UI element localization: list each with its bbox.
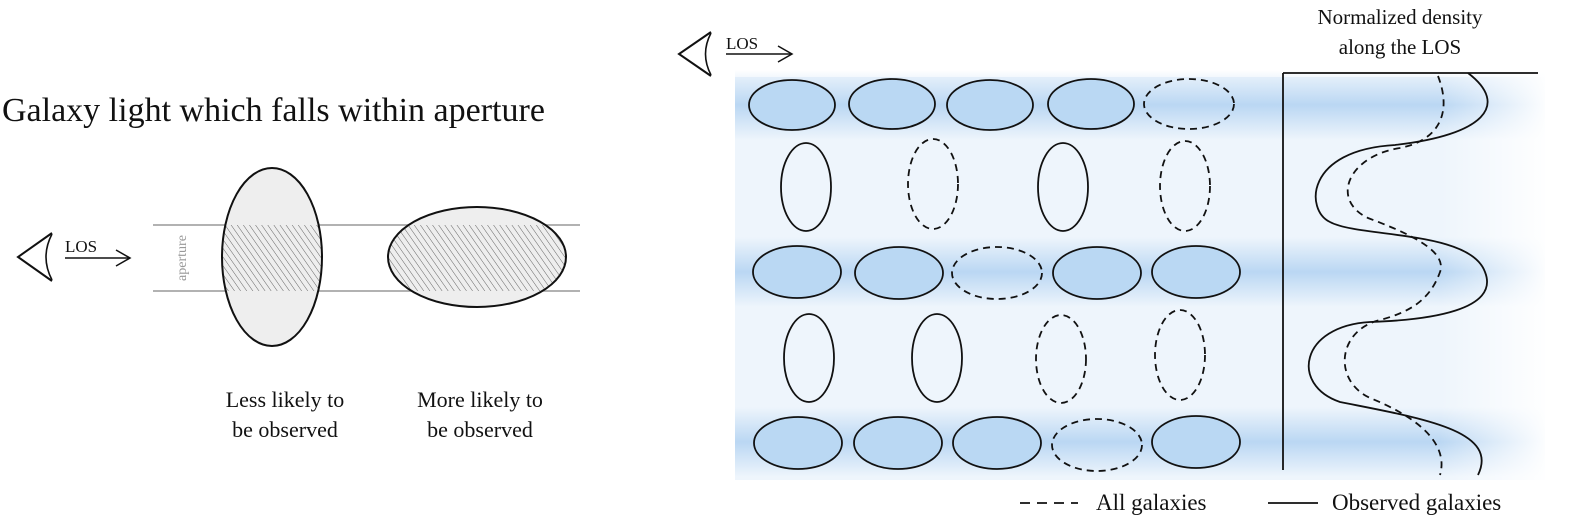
legend: All galaxies Observed galaxies: [1020, 490, 1501, 515]
galaxy-row-3: [752, 245, 1241, 300]
los-arrow-icon: [65, 249, 132, 267]
legend-observed-label: Observed galaxies: [1332, 490, 1501, 515]
left-title: Galaxy light which falls within aperture: [2, 92, 545, 129]
caption-less-line1: Less likely to: [226, 387, 345, 412]
galaxy-row-5: [753, 415, 1241, 472]
caption-more-line2: be observed: [427, 417, 533, 442]
eye-icon-right: [677, 31, 712, 77]
left-los-label: LOS: [65, 237, 97, 256]
legend-all-label: All galaxies: [1096, 490, 1207, 515]
caption-less-line2: be observed: [232, 417, 338, 442]
galaxy-row-1: [748, 78, 1235, 131]
all-density-curve: [1343, 75, 1445, 476]
left-panel: Galaxy light which falls within aperture…: [2, 92, 580, 442]
galaxy-row-2: [780, 138, 1211, 232]
observed-density-curve: [1307, 72, 1489, 476]
right-los-label: LOS: [726, 34, 758, 53]
aperture-label: aperture: [175, 235, 190, 281]
eye-icon: [16, 232, 53, 282]
density-axes: [1282, 72, 1538, 470]
caption-more-line1: More likely to: [417, 387, 543, 412]
hatched-overlap-right: [388, 225, 566, 291]
los-arrow-icon-right: [726, 45, 794, 63]
right-panel: LOS: [677, 5, 1550, 515]
density-title-line1: Normalized density: [1317, 5, 1483, 29]
hatched-overlap-left: [222, 225, 322, 291]
density-title-line2: along the LOS: [1339, 35, 1461, 59]
galaxy-row-4: [783, 309, 1206, 404]
